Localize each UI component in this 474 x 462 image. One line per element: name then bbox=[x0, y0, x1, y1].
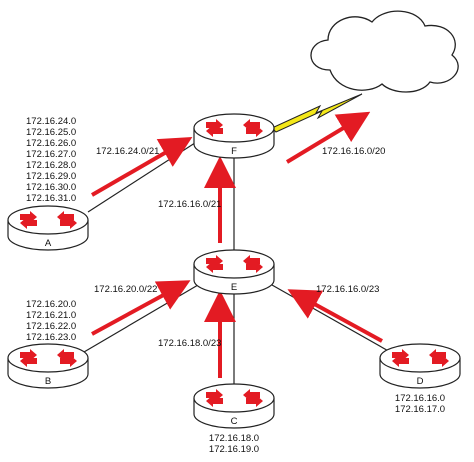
network-entry: 172.16.21.0 bbox=[26, 310, 76, 321]
network-list-d: 172.16.16.0 172.16.17.0 bbox=[395, 393, 445, 415]
router-d-label: D bbox=[417, 376, 424, 387]
network-entry: 172.16.19.0 bbox=[209, 444, 259, 455]
router-a-label: A bbox=[45, 238, 52, 249]
router-b: B bbox=[7, 343, 89, 389]
network-entry: 172.16.27.0 bbox=[26, 149, 76, 160]
router-c: C bbox=[193, 383, 275, 429]
arrow-a-to-f bbox=[90, 136, 193, 197]
router-c-label: C bbox=[231, 416, 238, 427]
router-d: D bbox=[379, 343, 461, 389]
network-entry: 172.16.17.0 bbox=[395, 404, 445, 415]
router-f: F bbox=[193, 113, 275, 159]
network-entry: 172.16.20.0 bbox=[26, 299, 76, 310]
arrow-d-to-e bbox=[287, 289, 383, 343]
network-entry: 172.16.18.0 bbox=[209, 433, 259, 444]
router-b-label: B bbox=[45, 376, 51, 387]
route-label-a-to-f: 172.16.24.0/21 bbox=[96, 146, 159, 157]
arrow-b-to-e bbox=[91, 280, 191, 336]
network-entry: 172.16.25.0 bbox=[26, 127, 76, 138]
route-label-e-to-f: 172.16.16.0/21 bbox=[158, 199, 221, 210]
route-label-c-to-e: 172.16.18.0/23 bbox=[158, 338, 221, 349]
route-label-f-to-cloud: 172.16.16.0/20 bbox=[322, 146, 385, 157]
internet-cloud bbox=[310, 10, 459, 93]
network-entry: 172.16.16.0 bbox=[395, 393, 445, 404]
network-list-a: 172.16.24.0 172.16.25.0 172.16.26.0 172.… bbox=[26, 116, 76, 204]
network-entry: 172.16.26.0 bbox=[26, 138, 76, 149]
network-entry: 172.16.29.0 bbox=[26, 171, 76, 182]
network-entry: 172.16.23.0 bbox=[26, 332, 76, 343]
router-a: A bbox=[7, 205, 89, 251]
network-entry: 172.16.24.0 bbox=[26, 116, 76, 127]
route-labels: 172.16.24.0/21 172.16.16.0/21 172.16.16.… bbox=[94, 146, 385, 349]
network-entry: 172.16.28.0 bbox=[26, 160, 76, 171]
network-entry: 172.16.22.0 bbox=[26, 321, 76, 332]
router-f-label: F bbox=[231, 146, 237, 157]
router-e: E bbox=[193, 249, 275, 295]
lightning-bolt-icon bbox=[271, 93, 363, 133]
route-arrows bbox=[90, 111, 383, 378]
link-d-e bbox=[271, 284, 393, 354]
route-label-d-to-e: 172.16.16.0/23 bbox=[316, 284, 379, 295]
network-list-c: 172.16.18.0 172.16.19.0 bbox=[209, 433, 259, 455]
arrow-f-to-cloud bbox=[285, 111, 371, 164]
network-entry: 172.16.31.0 bbox=[26, 193, 76, 204]
route-label-b-to-e: 172.16.20.0/22 bbox=[94, 284, 157, 295]
network-list-b: 172.16.20.0 172.16.21.0 172.16.22.0 172.… bbox=[26, 299, 76, 343]
router-e-label: E bbox=[231, 282, 237, 293]
network-entry: 172.16.30.0 bbox=[26, 182, 76, 193]
